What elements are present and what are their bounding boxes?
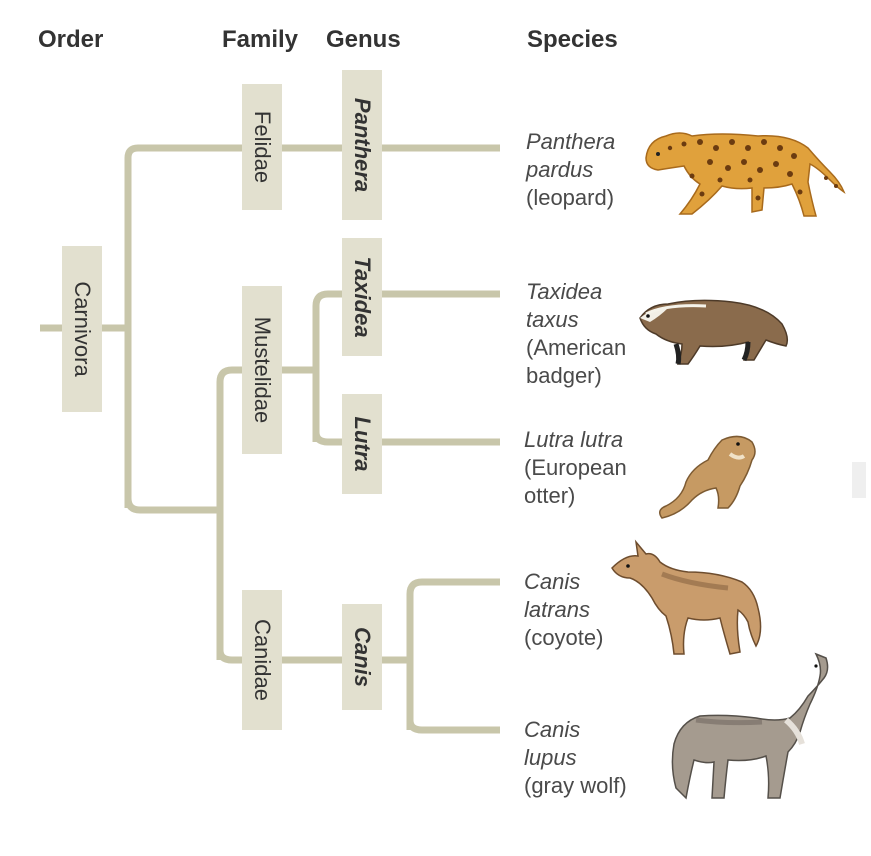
species-common-name: (coyote)	[524, 625, 604, 650]
family-box-canidae: Canidae	[242, 590, 282, 730]
header-order: Order	[38, 26, 104, 53]
species-label-coyote: Canis latrans (coyote)	[524, 568, 603, 652]
badger-illustration	[636, 294, 792, 370]
species-scientific-name: pardus	[526, 157, 594, 182]
genus-box-taxidea: Taxidea	[342, 238, 382, 356]
order-label: Carnivora	[70, 281, 95, 377]
header-species: Species	[527, 26, 618, 53]
species-scientific-name: Canis	[524, 717, 581, 742]
branch-order-split	[124, 144, 500, 508]
genus-box-panthera: Panthera	[342, 70, 382, 220]
species-scientific-name: lupus	[524, 745, 577, 770]
branch-mustelidae-split	[312, 290, 500, 442]
species-label-leopard: Panthera pardus (leopard)	[526, 128, 615, 212]
branch-lutra	[312, 431, 500, 446]
species-scientific-name: Canis	[524, 569, 581, 594]
branch-canidae	[216, 649, 410, 664]
species-common-name: (gray wolf)	[524, 773, 627, 798]
branch-lupus	[406, 719, 500, 734]
species-scientific-name: Panthera	[526, 129, 616, 154]
family-label: Felidae	[250, 110, 275, 184]
branch-canis-split	[406, 578, 500, 730]
species-scientific-name: latrans	[524, 597, 591, 622]
family-label: Mustelidae	[250, 316, 275, 424]
order-box-carnivora: Carnivora	[62, 246, 102, 412]
species-label-wolf: Canis lupus (gray wolf)	[524, 716, 627, 800]
species-scientific-name: taxus	[526, 307, 579, 332]
branch-mustelid-canid	[216, 366, 316, 660]
family-box-mustelidae: Mustelidae	[242, 286, 282, 454]
genus-box-lutra: Lutra	[342, 394, 382, 494]
family-box-felidae: Felidae	[242, 84, 282, 210]
species-scientific-name: Lutra lutra	[524, 427, 624, 452]
species-common-name: otter)	[524, 483, 576, 508]
family-label: Canidae	[250, 619, 275, 701]
species-common-name: badger)	[526, 363, 602, 388]
genus-label: Panthera	[350, 97, 375, 193]
species-common-name: (American	[526, 335, 627, 360]
branch-order-lower	[124, 497, 220, 514]
leopard-illustration	[640, 118, 850, 222]
species-label-badger: Taxidea taxus (American badger)	[526, 278, 626, 390]
header-genus: Genus	[326, 26, 401, 53]
species-label-otter: Lutra lutra (European otter)	[524, 426, 627, 510]
genus-label: Canis	[350, 627, 375, 687]
coyote-illustration	[608, 538, 768, 660]
header-family: Family	[222, 26, 299, 53]
genus-label: Lutra	[350, 416, 375, 472]
genus-box-canis: Canis	[342, 604, 382, 710]
wolf-illustration	[666, 648, 838, 808]
genus-label: Taxidea	[350, 256, 375, 338]
species-common-name: (European	[524, 455, 627, 480]
species-scientific-name: Taxidea	[526, 279, 603, 304]
species-common-name: (leopard)	[526, 185, 615, 210]
otter-illustration	[652, 430, 764, 522]
background-artifact	[852, 462, 866, 498]
